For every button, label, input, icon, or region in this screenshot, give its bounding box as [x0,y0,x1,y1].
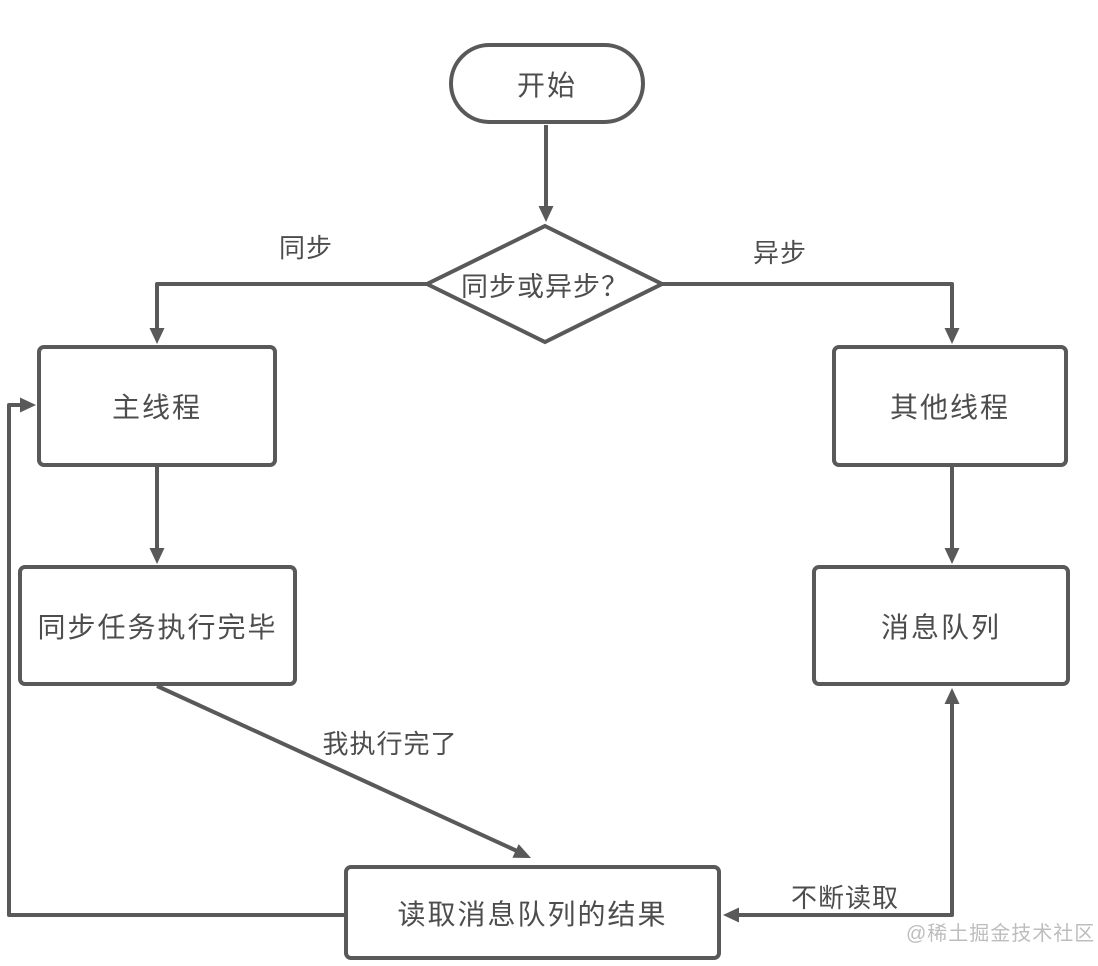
arrowhead-into-message-queue-top [944,548,960,564]
node-decision-shape [422,223,667,345]
edge-label-done: 我执行完了 [322,728,458,759]
node-message-queue-label: 消息队列 [880,611,1001,643]
node-message-queue: 消息队列 [812,565,1070,686]
node-sync-done: 同步任务执行完毕 [18,565,297,686]
edge-label-keep-reading: 不断读取 [790,882,899,913]
node-read-result: 读取消息队列的结果 [344,865,721,960]
node-sync-done-label: 同步任务执行完毕 [37,611,278,643]
arrowhead-into-sync-done [149,548,165,564]
arrowhead-into-message-queue-bottom [944,688,960,704]
arrowhead-into-other-thread [944,328,960,344]
edge-decision-to-other-thread [662,282,954,332]
arrowhead-into-decision [538,206,554,222]
node-other-thread: 其他线程 [832,345,1068,467]
arrowhead-into-read-result-top [512,844,531,858]
edge-read-result-to-main-thread-loop [7,403,344,917]
arrowhead-into-main-thread [149,328,165,344]
node-start-label: 开始 [516,69,577,101]
arrowhead-into-read-result-right [723,907,739,923]
node-other-thread-label: 其他线程 [889,392,1010,423]
node-main-thread-label: 主线程 [111,392,202,423]
edge-label-sync: 同步 [278,232,333,263]
node-start: 开始 [449,43,645,124]
edge-decision-to-main-thread [155,282,427,332]
edge-sync-done-to-read-result [156,684,518,853]
arrowhead-into-main-thread-left [20,397,36,413]
node-decision-label: 同步或异步？ [461,271,629,302]
edge-read-result-message-queue [737,700,954,917]
edge-label-async: 异步 [752,237,807,268]
watermark: @稀土掘金技术社区 [906,923,1096,945]
node-main-thread: 主线程 [37,345,277,467]
node-read-result-label: 读取消息队列的结果 [397,898,668,930]
